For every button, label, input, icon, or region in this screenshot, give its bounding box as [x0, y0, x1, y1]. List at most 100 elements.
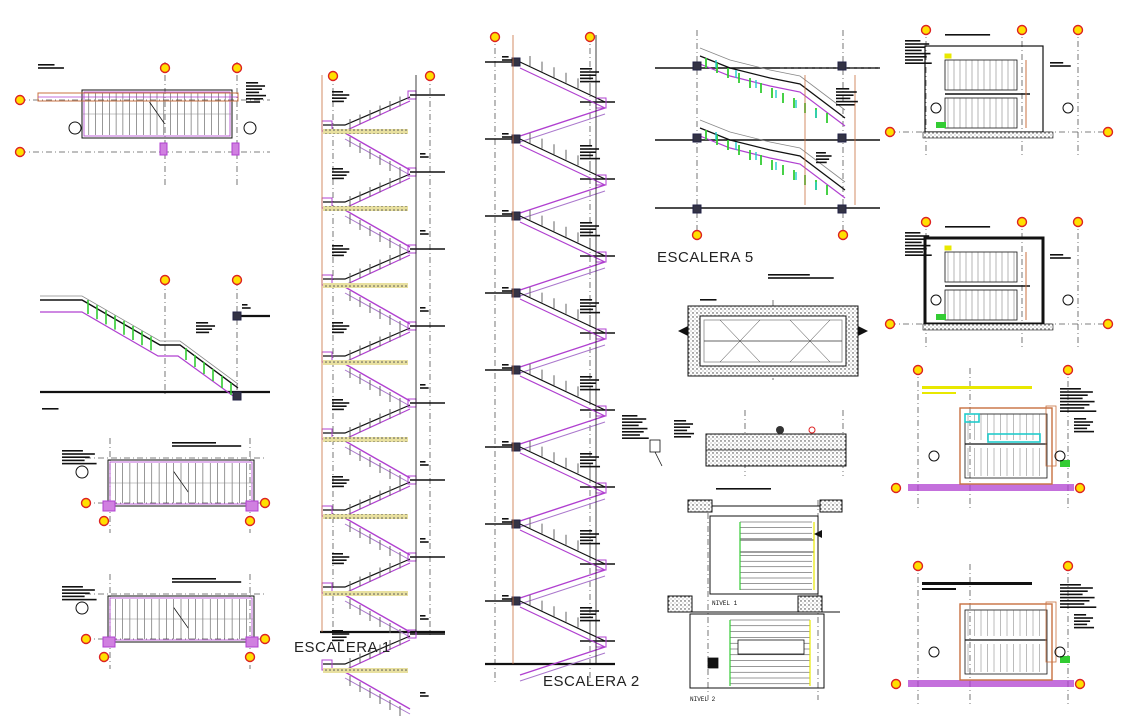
flight-up	[323, 558, 411, 588]
flight-upper	[944, 251, 1018, 283]
note-line	[502, 367, 513, 369]
handrail	[40, 295, 239, 385]
grid-bubble	[244, 651, 256, 663]
note-line	[332, 399, 343, 401]
note-line	[580, 228, 597, 230]
note-line	[580, 385, 594, 388]
flight-down-under	[344, 215, 411, 253]
note-line	[172, 445, 242, 447]
direction-line	[173, 607, 189, 629]
note-line	[502, 213, 513, 215]
note-line	[332, 556, 350, 558]
flight-up	[323, 635, 411, 665]
note-line	[196, 322, 209, 324]
note-line	[905, 254, 932, 256]
note-line	[420, 230, 426, 232]
note-line	[332, 639, 344, 642]
grid-bubble	[691, 229, 703, 241]
handrail	[699, 119, 846, 183]
diag	[789, 319, 831, 363]
flight-return	[519, 184, 606, 214]
note-line	[580, 459, 597, 461]
grid-bubble	[1016, 24, 1028, 36]
flight-under	[699, 63, 846, 127]
grid-bubble	[1072, 24, 1084, 36]
note-line	[836, 91, 857, 93]
note-line	[332, 91, 343, 93]
plan-inner	[964, 609, 1048, 675]
flight-down-under	[344, 369, 411, 407]
note-line	[196, 328, 213, 330]
flight-underside	[519, 221, 606, 263]
strip-bubble	[808, 426, 816, 434]
note-line	[420, 156, 429, 158]
flight-down-under	[344, 677, 411, 715]
note-line	[836, 104, 855, 106]
direction-arrow	[814, 530, 822, 538]
grid-bubble	[14, 94, 26, 106]
flight-down-under	[344, 446, 411, 484]
flight-underside	[519, 606, 606, 648]
note-line	[622, 434, 640, 436]
grid-bubble	[890, 678, 902, 690]
note-line	[580, 154, 594, 157]
note-line	[1060, 584, 1081, 586]
note-line	[502, 521, 513, 523]
note-line	[1060, 388, 1081, 390]
mark-green	[936, 314, 946, 320]
column	[231, 142, 240, 156]
slab-hatch	[922, 323, 1054, 331]
note-line	[836, 94, 854, 96]
label-escalera-2: ESCALERA 2	[543, 673, 640, 690]
note-line	[1060, 606, 1097, 608]
direction-line	[173, 471, 189, 493]
note-line	[945, 34, 991, 36]
flight-up	[323, 173, 411, 203]
beam-section	[511, 519, 521, 529]
grid-bubble	[80, 633, 92, 645]
note-line	[580, 388, 601, 391]
note-line	[905, 56, 927, 58]
label-nivel-2: NIVEL 2	[690, 696, 716, 703]
column	[245, 636, 259, 648]
note-line	[246, 101, 261, 103]
section-mark	[1062, 102, 1074, 114]
mark-green	[1060, 656, 1070, 663]
grid-bubble	[244, 515, 256, 527]
note-line	[502, 59, 513, 61]
note-line	[332, 245, 343, 247]
note-line	[246, 98, 264, 100]
grid-axis-lines	[20, 28, 1112, 704]
note-line	[332, 485, 344, 488]
flight	[699, 55, 846, 119]
note-line	[502, 136, 513, 138]
note-line	[580, 607, 593, 609]
note-line	[816, 152, 826, 154]
note-line	[580, 231, 594, 234]
note-line	[332, 559, 347, 561]
note-line	[332, 553, 343, 555]
flight-return	[519, 107, 606, 137]
grid-bubble	[424, 70, 436, 82]
note-line	[62, 586, 83, 588]
note-line	[622, 418, 647, 420]
note-line	[420, 695, 429, 697]
note-line	[580, 74, 597, 76]
note-line	[1074, 424, 1091, 426]
section-mark	[930, 102, 942, 114]
note-line	[332, 94, 350, 96]
note-line	[62, 592, 90, 594]
flight-return-under	[519, 190, 606, 220]
arrow-mark	[858, 326, 868, 336]
note-line	[1074, 614, 1087, 616]
section-mark	[75, 465, 89, 479]
grid-bubble	[98, 515, 110, 527]
note-line	[332, 174, 347, 176]
tread-hatch	[323, 591, 408, 596]
grid-bubble	[1016, 216, 1028, 228]
stair-underside	[40, 311, 237, 399]
note-line	[62, 456, 90, 458]
note-line	[836, 100, 858, 103]
note-line	[674, 423, 694, 425]
